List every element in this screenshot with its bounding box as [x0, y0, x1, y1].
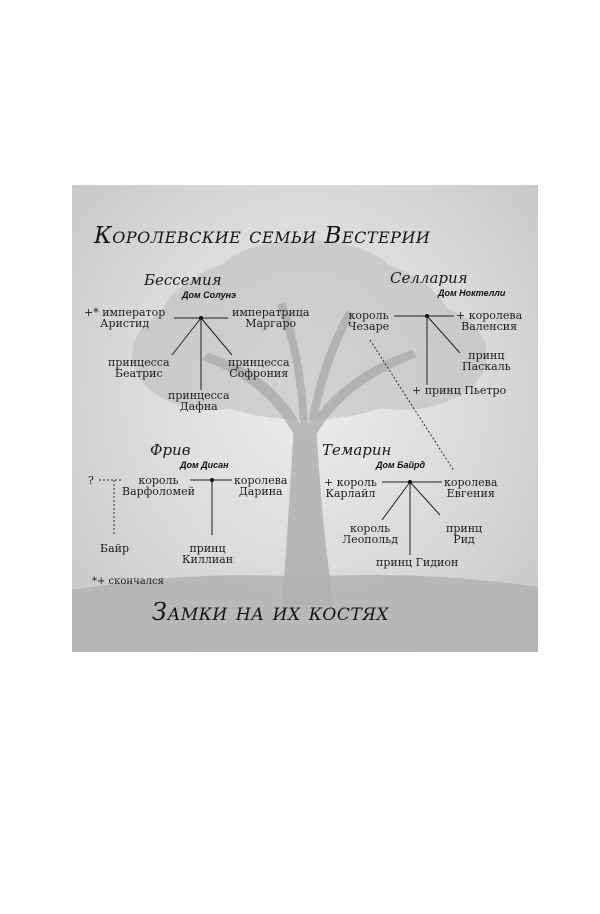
member-name: Рид — [453, 533, 475, 546]
kingdom-bessemia-name: Бессемия — [144, 271, 222, 289]
friv-connectors — [99, 478, 232, 535]
deceased-marker: + — [324, 476, 334, 489]
member-role: королева — [234, 474, 288, 487]
member-bair: Байр — [100, 542, 130, 555]
sellaria-connectors — [369, 314, 461, 472]
member-name: Валенсия — [461, 320, 518, 333]
member-darina: королева Дарина — [234, 475, 287, 497]
member-evgenia: королева Евгения — [444, 477, 497, 499]
member-gidion: принц Гидион — [376, 557, 458, 568]
kingdom-friv-name: Фрив — [150, 441, 191, 459]
member-name: Паскаль — [462, 360, 511, 373]
member-karlail: + король Карлайл — [324, 477, 377, 499]
member-name: Евгения — [446, 487, 495, 500]
member-role: принцесса — [168, 389, 230, 402]
member-role: принц — [468, 349, 505, 362]
unknown-ancestor-marker: ? — [88, 474, 94, 487]
member-name: Маргаро — [245, 317, 297, 330]
member-name: Гидион — [415, 556, 459, 569]
member-role: король — [348, 309, 389, 322]
deceased-marker: +* — [84, 306, 99, 319]
member-name: Варфоломей — [122, 485, 195, 498]
member-paskal: принц Паскаль — [462, 350, 511, 372]
member-role: принц — [446, 522, 483, 535]
member-role: король — [138, 474, 179, 487]
member-sofronia: принцесса Софрония — [228, 357, 290, 379]
member-aristid: +* император Аристид — [84, 307, 165, 329]
member-role: королева — [444, 476, 498, 489]
tree-illustration — [72, 240, 538, 652]
member-name: Леопольд — [342, 533, 399, 546]
bessemia-connectors — [171, 316, 233, 390]
member-name: Аристид — [100, 317, 150, 330]
member-role: король — [336, 476, 377, 489]
member-dafna: принцесса Дафна — [168, 390, 230, 412]
member-name: Дарина — [238, 485, 283, 498]
page-title: Королевские семьи Вестерии — [94, 223, 431, 249]
house-disan-label: Дом Дисан — [180, 460, 229, 470]
kingdom-sellaria-name: Селлария — [390, 269, 468, 287]
temarin-connectors — [381, 480, 442, 555]
member-role: король — [349, 522, 391, 535]
member-valensia: + королева Валенсия — [456, 310, 522, 332]
member-name: Киллиан — [182, 553, 234, 566]
deceased-marker: + — [412, 384, 422, 397]
kingdom-temarin-name: Темарин — [322, 441, 392, 459]
member-role: принцесса — [108, 356, 170, 369]
house-noktelli-label: Дом Ноктелли — [438, 288, 506, 298]
member-name: Пьетро — [464, 384, 507, 397]
member-role: принц — [424, 384, 461, 397]
member-pietro: + принц Пьетро — [412, 385, 506, 396]
member-role: королева — [468, 309, 523, 322]
member-killian: принц Киллиан — [182, 543, 233, 565]
house-solune-label: Дом Солунэ — [182, 290, 237, 300]
member-margaro: императрица Маргаро — [232, 307, 309, 329]
member-name: Софрония — [229, 367, 289, 380]
member-leopold: король Леопольд — [342, 523, 398, 545]
ground — [72, 574, 538, 652]
family-tree-panel: Королевские семьи Вестерии Бессемия Дом … — [72, 185, 538, 652]
member-role: принцесса — [228, 356, 290, 369]
house-baird-label: Дом Байрд — [376, 460, 426, 470]
member-name: Чезаре — [348, 320, 390, 333]
tree-trunk — [202, 302, 417, 605]
member-chezare: король Чезаре — [348, 310, 389, 332]
legend-deceased: *+ скончался — [92, 576, 164, 587]
member-role: принц — [376, 556, 413, 569]
member-role: принц — [189, 542, 226, 555]
member-beatris: принцесса Беатрис — [108, 357, 170, 379]
member-name: Дафна — [179, 400, 218, 413]
footer-title: Замки на их костях — [152, 598, 390, 626]
member-varfolomei: король Варфоломей — [122, 475, 195, 497]
member-role: императрица — [232, 306, 310, 319]
member-role: император — [102, 306, 166, 319]
member-name: Карлайл — [325, 487, 376, 500]
member-rid: принц Рид — [446, 523, 482, 545]
deceased-marker: + — [456, 309, 466, 322]
member-name: Беатрис — [114, 367, 163, 380]
